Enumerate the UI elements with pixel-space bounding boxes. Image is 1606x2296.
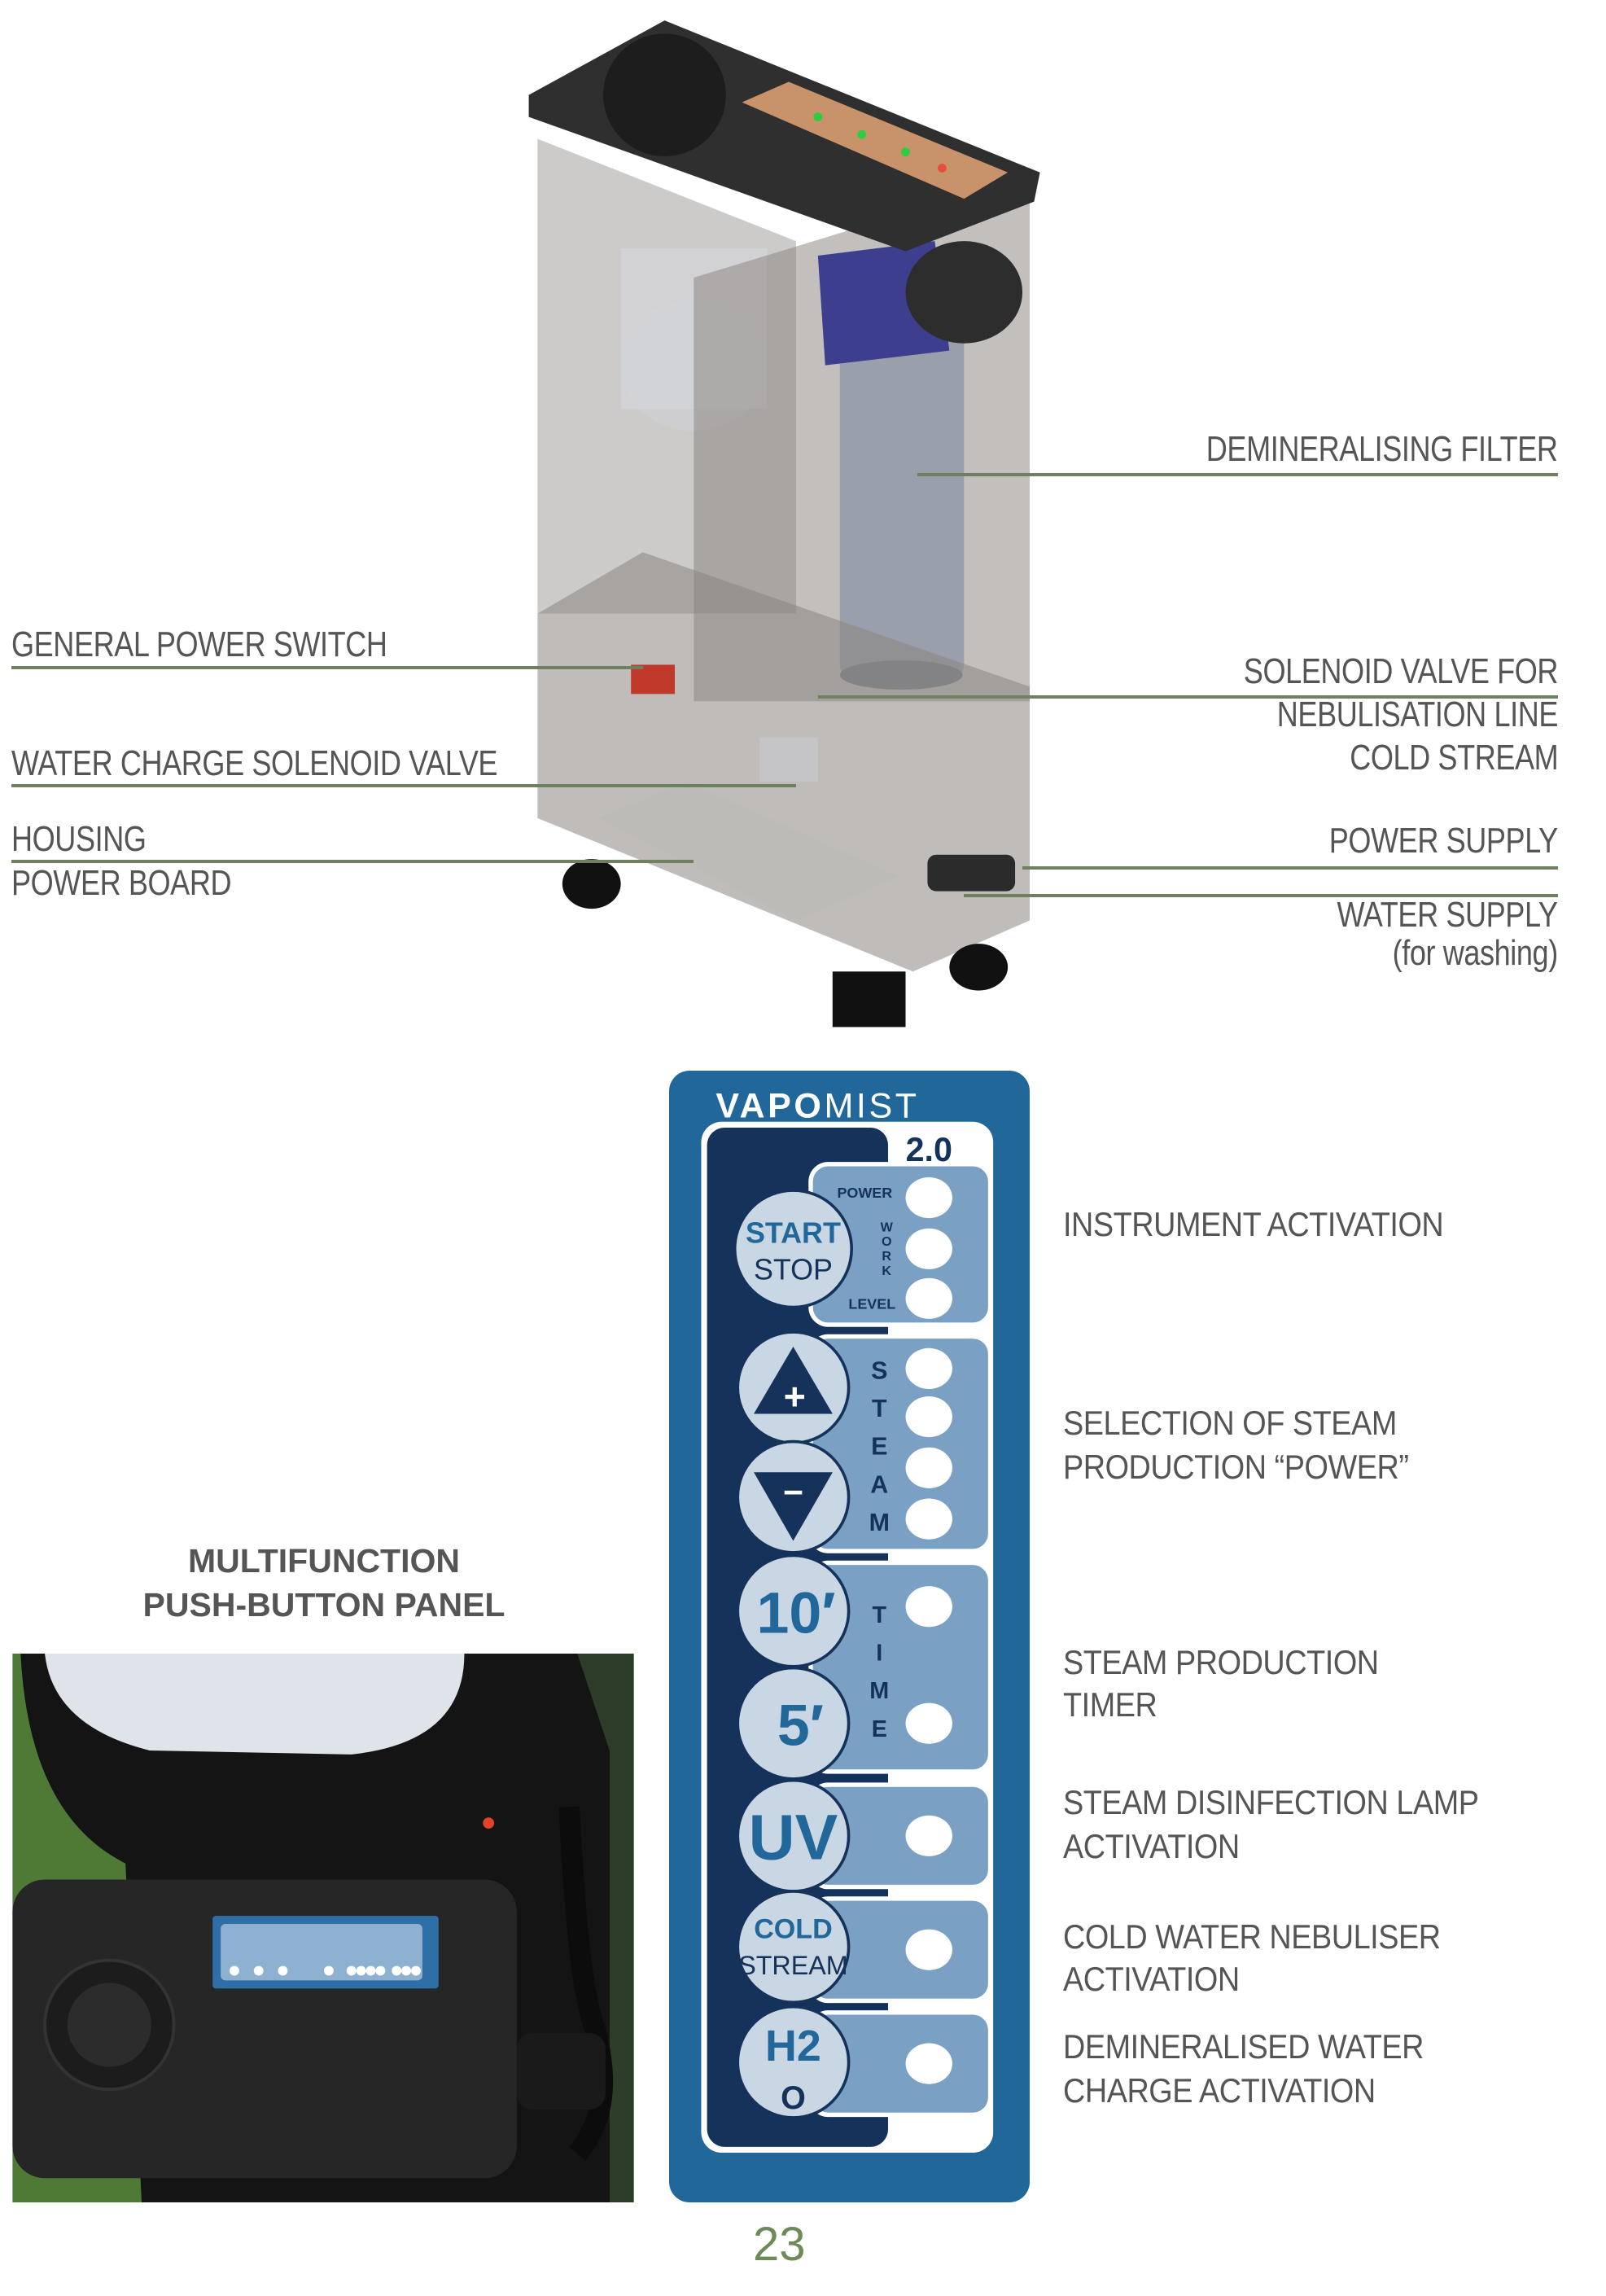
minus-icon: − — [783, 1474, 803, 1513]
start-stop-button[interactable] — [733, 1189, 853, 1309]
desc-h2o-1: DEMINERALISED WATER — [1063, 2027, 1424, 2066]
leader-line — [964, 894, 1558, 897]
desc-cold-2: ACTIVATION — [1063, 1960, 1240, 1998]
desc-h2o-2: CHARGE ACTIVATION — [1063, 2071, 1376, 2110]
photo-caption-line1: MULTIFUNCTION — [187, 1542, 460, 1580]
led-uv — [905, 1815, 952, 1856]
desc-steam-power-2: PRODUCTION “POWER” — [1063, 1448, 1409, 1486]
leader-line — [11, 666, 643, 669]
vapomist-control-panel: VAPOMIST 2.0 POWER W O R K LEVEL S T E A… — [669, 1071, 1030, 2202]
work-letter: O — [882, 1234, 892, 1249]
time-letter: T — [873, 1602, 887, 1628]
uv-label: UV — [749, 1802, 838, 1873]
desc-uv-2: ACTIVATION — [1063, 1827, 1240, 1865]
demineralising-filter — [839, 328, 965, 680]
power-indicator-label: POWER — [837, 1185, 892, 1201]
desc-timer-2: TIMER — [1063, 1685, 1157, 1724]
label-demineralising-filter: DEMINERALISING FILTER — [1206, 429, 1558, 469]
desc-cold-1: COLD WATER NEBULISER — [1063, 1917, 1441, 1956]
steam-letter: A — [870, 1470, 888, 1498]
steam-letter: T — [872, 1395, 887, 1422]
stream-label: STREAM — [738, 1951, 847, 1980]
level-indicator-label: LEVEL — [848, 1295, 895, 1312]
plus-icon: + — [784, 1375, 806, 1417]
led-time-5 — [905, 1702, 952, 1744]
desc-steam-power-1: SELECTION OF STEAM — [1063, 1404, 1397, 1442]
leader-line — [11, 784, 796, 787]
led-steam-2 — [905, 1396, 952, 1438]
supply-connectors — [927, 854, 1016, 892]
leader-line — [917, 473, 1558, 476]
label-power-supply: POWER SUPPLY — [1328, 821, 1559, 861]
leader-line — [818, 695, 1558, 699]
led-steam-3 — [905, 1447, 952, 1488]
steam-letter: E — [871, 1433, 887, 1461]
led-time-10 — [905, 1586, 952, 1628]
label-cold-stream: COLD STREAM — [1349, 738, 1559, 778]
led-work — [905, 1228, 952, 1269]
start-label: START — [746, 1217, 841, 1250]
o-label: O — [781, 2080, 806, 2116]
desc-instrument-activation: INSTRUMENT ACTIVATION — [1063, 1205, 1444, 1243]
charge-valve — [759, 738, 818, 782]
cable — [558, 1806, 614, 2161]
label-housing: HOUSING — [11, 819, 147, 859]
led-power — [905, 1176, 952, 1219]
time-letter: M — [869, 1678, 889, 1704]
cold-stream-button[interactable] — [736, 1890, 851, 2005]
power-switch — [631, 664, 676, 694]
led-level — [905, 1277, 952, 1319]
wheel — [949, 944, 1009, 991]
led-steam-1 — [905, 1347, 952, 1389]
cold-label: COLD — [754, 1913, 833, 1944]
water-tank — [45, 1654, 465, 1755]
ten-minute-label: 10′ — [757, 1581, 836, 1646]
h2-label: H2 — [765, 2022, 821, 2070]
lid-knob — [603, 33, 726, 157]
steam-letter: S — [871, 1356, 887, 1384]
triangle-down-icon — [754, 1472, 833, 1541]
label-general-power-switch: GENERAL POWER SWITCH — [11, 624, 387, 664]
push-button-panel-photo — [12, 1654, 634, 2202]
desc-timer-1: STEAM PRODUCTION — [1063, 1643, 1379, 1681]
indicator-light — [483, 1817, 495, 1829]
label-water-supply: WATER SUPPLY — [1337, 895, 1558, 935]
work-letter: W — [881, 1220, 894, 1234]
leader-line — [1022, 866, 1558, 870]
label-for-washing: (for washing) — [1392, 933, 1559, 973]
leader-line — [11, 860, 694, 863]
wheel — [832, 971, 906, 1028]
stop-label: STOP — [754, 1253, 833, 1286]
work-letter: R — [882, 1249, 891, 1264]
led-h2o — [905, 2043, 952, 2084]
led-cold — [905, 1929, 952, 1970]
machine-cutaway-illustration — [528, 20, 1040, 1028]
connector-cylinder — [905, 241, 1023, 344]
work-letter: K — [882, 1264, 891, 1278]
triangle-up-icon — [754, 1346, 833, 1414]
desc-uv-1: STEAM DISINFECTION LAMP — [1063, 1783, 1479, 1821]
label-power-board: POWER BOARD — [11, 863, 232, 903]
page-number: 23 — [753, 2218, 806, 2271]
led-steam-4 — [905, 1498, 952, 1540]
steam-letter: M — [869, 1509, 890, 1536]
time-letter: E — [872, 1716, 887, 1742]
wheel — [562, 859, 621, 909]
label-solenoid-valve: SOLENOID VALVE FOR — [1243, 651, 1559, 691]
time-letter: I — [876, 1641, 882, 1667]
label-water-charge-solenoid-valve: WATER CHARGE SOLENOID VALVE — [11, 743, 498, 783]
h2o-charge-button[interactable] — [736, 2005, 851, 2119]
label-nebulisation-line: NEBULISATION LINE — [1276, 694, 1559, 734]
brand-logo: VAPOMIST — [715, 1086, 919, 1125]
five-minute-label: 5′ — [777, 1694, 824, 1759]
photo-caption-line2: PUSH-BUTTON PANEL — [142, 1586, 505, 1623]
